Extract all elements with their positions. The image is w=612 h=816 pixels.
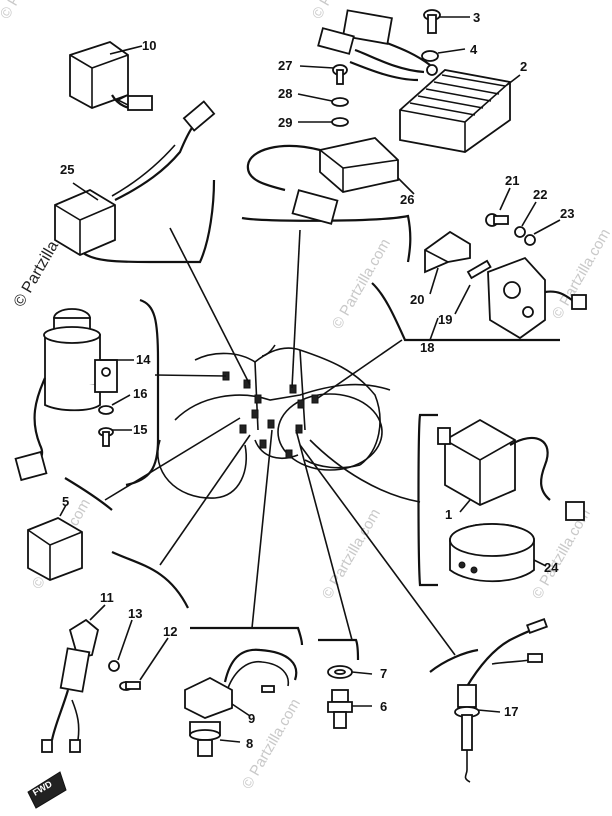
part-10-relay — [69, 41, 153, 111]
part-4-nut — [421, 48, 466, 62]
part-8-sensor — [189, 721, 241, 757]
part-3-bolt — [423, 9, 470, 34]
callout-2: 2 — [520, 59, 527, 74]
part-17-sensor — [454, 618, 548, 783]
part-26-control-unit — [246, 137, 415, 225]
part-12-bolt — [119, 637, 169, 691]
part-19-pin — [454, 259, 492, 315]
part-21-bolt — [485, 187, 511, 227]
callout-29: 29 — [278, 115, 292, 130]
callout-27: 27 — [278, 58, 292, 73]
part-5-relay — [27, 504, 83, 581]
part-2-rectifier — [317, 9, 521, 153]
motorcycle-frame-outline — [157, 344, 391, 499]
part-25-relay — [54, 100, 216, 257]
part-13-washer — [108, 619, 133, 672]
callout-12: 12 — [163, 624, 177, 639]
part-15-screw — [98, 427, 132, 447]
callout-15: 15 — [133, 422, 147, 437]
callout-10: 10 — [142, 38, 156, 53]
callout-20: 20 — [410, 292, 424, 307]
part-14-main-switch — [14, 308, 134, 482]
callout-13: 13 — [128, 606, 142, 621]
part-22-washer — [514, 201, 537, 238]
part-9-switch-lead — [184, 648, 298, 719]
callout-8: 8 — [246, 736, 253, 751]
part-11-sensor — [41, 604, 106, 753]
part-23-nut — [524, 219, 561, 246]
callout-23: 23 — [560, 206, 574, 221]
callout-18: 18 — [420, 340, 434, 355]
callout-17: 17 — [504, 704, 518, 719]
callout-5: 5 — [62, 494, 69, 509]
callout-14: 14 — [136, 352, 151, 367]
part-27-screw — [299, 64, 348, 85]
part-29-washer — [298, 117, 349, 127]
callout-19: 19 — [438, 312, 452, 327]
callout-24: 24 — [544, 560, 559, 575]
callout-22: 22 — [533, 187, 547, 202]
part-20-bracket — [424, 230, 471, 295]
callout-3: 3 — [473, 10, 480, 25]
part-24-flasher — [449, 523, 547, 583]
group-brackets — [64, 179, 560, 673]
callout-1: 1 — [445, 507, 452, 522]
callout-25: 25 — [60, 162, 74, 177]
callout-7: 7 — [380, 666, 387, 681]
part-7-washer — [327, 665, 373, 679]
callout-21: 21 — [505, 173, 519, 188]
callout-11: 11 — [100, 590, 114, 605]
fwd-arrow: FWD — [27, 771, 67, 809]
callout-16: 16 — [133, 386, 147, 401]
callout-28: 28 — [278, 86, 292, 101]
callout-labels: 1 2 3 4 5 6 7 8 9 10 11 12 13 14 15 16 1… — [60, 10, 574, 751]
part-18-bracket-assy — [429, 256, 587, 341]
part-1-relay — [437, 418, 585, 521]
leader-lines — [104, 227, 456, 656]
part-28-washer — [297, 93, 349, 107]
callout-9: 9 — [248, 711, 255, 726]
callout-6: 6 — [380, 699, 387, 714]
part-6-switch — [327, 689, 372, 729]
callout-4: 4 — [470, 42, 478, 57]
svg-text:© Partzilla.com: © Partzilla.com — [329, 236, 394, 332]
callout-26: 26 — [400, 192, 414, 207]
part-16-washer — [98, 394, 131, 415]
svg-text:© Partzilla.com: © Partzilla.com — [0, 0, 62, 22]
